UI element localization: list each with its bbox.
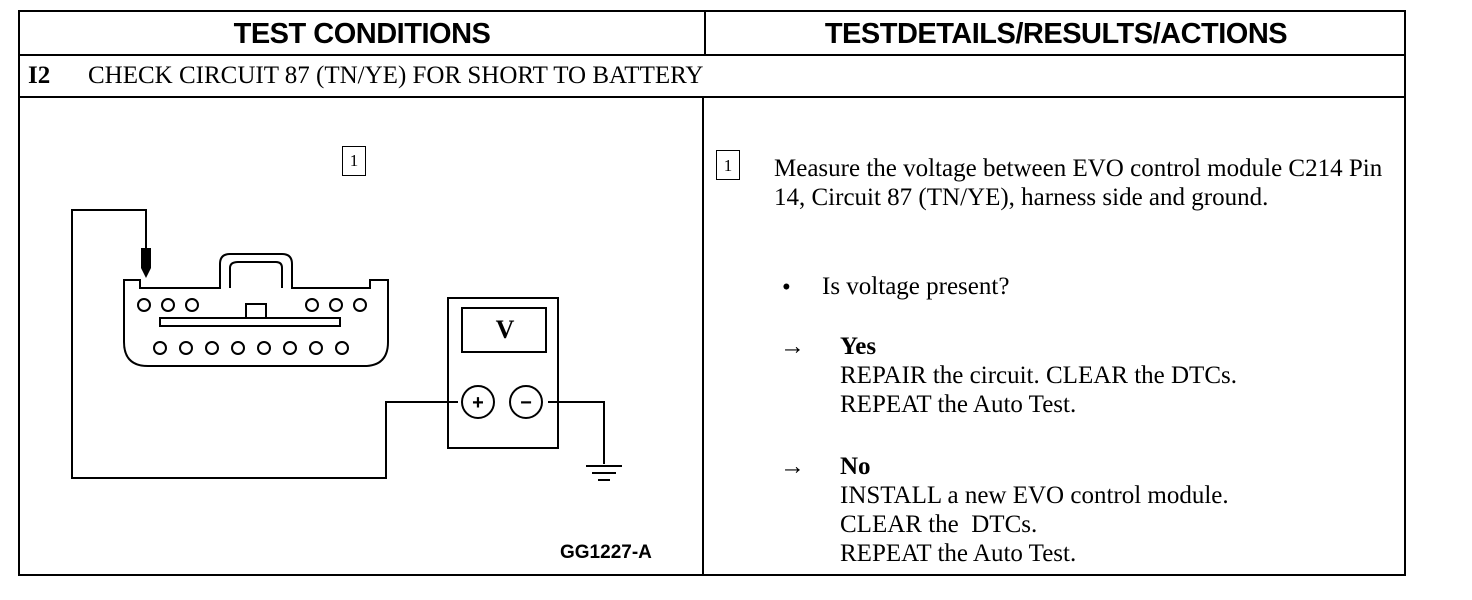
test-probe: [141, 248, 151, 278]
no-line: INSTALL a new EVO control module.: [840, 482, 1229, 509]
step-title-bar: I2 CHECK CIRCUIT 87 (TN/YE) FOR SHORT TO…: [20, 56, 1404, 96]
yes-line: REPEAT the Auto Test.: [840, 391, 1077, 418]
step-title: CHECK CIRCUIT 87 (TN/YE) FOR SHORT TO BA…: [88, 62, 704, 89]
header-divider: [704, 12, 706, 56]
voltmeter-display: [461, 307, 547, 353]
details-step-marker: 1: [716, 150, 740, 180]
positive-terminal: [461, 385, 495, 419]
test-details: 1 Measure the voltage between EVO contro…: [704, 98, 1406, 576]
plus-sign: +: [472, 392, 484, 414]
yes-arrow: →: [780, 333, 805, 360]
no-arrow: →: [780, 453, 805, 480]
meter-label: V: [496, 315, 515, 344]
question-text: Is voltage present?: [822, 273, 1010, 300]
negative-terminal: [509, 385, 543, 419]
minus-sign: −: [520, 392, 532, 414]
wiring-diagram: 1: [20, 98, 702, 576]
step-rule: [20, 96, 1404, 98]
diagram-drawing: V + −: [71, 209, 622, 481]
ground-lead-wire: [548, 401, 605, 464]
positive-lead-wire: [71, 209, 458, 479]
header-test-conditions: TEST CONDITIONS: [233, 17, 491, 50]
figure-code: GG1227-A: [560, 542, 652, 563]
header-rule: [20, 54, 1404, 56]
yes-label: Yes: [840, 333, 877, 360]
test-table: TEST CONDITIONS TESTDETAILS/RESULTS/ACTI…: [18, 10, 1406, 576]
diagram-step-marker: 1: [342, 146, 366, 176]
bullet: •: [782, 274, 791, 301]
no-line: REPEAT the Auto Test.: [840, 540, 1077, 567]
no-answer: No INSTALL a new EVO control module. CLE…: [840, 452, 1380, 568]
connector-body: [123, 253, 389, 367]
no-line: CLEAR the DTCs.: [840, 511, 1038, 538]
header-test-details: TESTDETAILS/RESULTS/ACTIONS: [824, 17, 1288, 50]
voltmeter-body: [447, 297, 559, 449]
yes-line: REPAIR the circuit. CLEAR the DTCs.: [840, 362, 1237, 389]
column-divider: [702, 98, 704, 576]
step-number: I2: [28, 62, 51, 89]
instruction-text: Measure the voltage between EVO control …: [774, 155, 1383, 211]
no-label: No: [840, 453, 871, 480]
yes-answer: Yes REPAIR the circuit. CLEAR the DTCs. …: [840, 332, 1380, 419]
